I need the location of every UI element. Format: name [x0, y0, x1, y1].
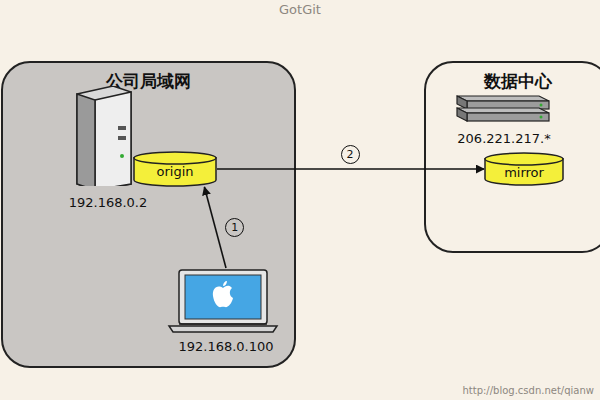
rack-light [540, 104, 543, 107]
laptop-base [169, 326, 277, 332]
region-outline [425, 62, 600, 252]
callout-number: 2 [341, 145, 360, 164]
drive-bay [118, 126, 126, 130]
tower-front [95, 92, 131, 186]
repository-cylinder: origin [133, 151, 217, 187]
laptop-screen [185, 275, 261, 319]
region-heading: 公司局域网 [2, 70, 295, 93]
rack-unit-side [457, 108, 467, 121]
rack-unit-front [467, 113, 549, 121]
network-region: 数据中心 206.221.217.* mirror [425, 62, 600, 252]
arrow-connector [217, 168, 484, 170]
cylinder-top [485, 153, 563, 165]
rack-unit-side [457, 96, 467, 109]
watermark: http://blog.csdn.net/qianw [462, 385, 594, 396]
rack-unit-top [457, 96, 549, 101]
tower-face [77, 94, 95, 186]
machine-node: 192.168.0.2 [55, 86, 161, 210]
cylinder-top [134, 152, 216, 164]
laptop-hinge [179, 323, 267, 325]
network-region: 公司局域网 192.168.0.2 origin 192.168.0.100 [2, 62, 295, 367]
tower-side [77, 86, 131, 186]
region-outline [2, 62, 295, 367]
callout-number: 1 [225, 218, 244, 237]
power-light [120, 154, 124, 158]
arrow-connector [204, 187, 226, 268]
ip-address: 192.168.0.100 [167, 339, 285, 354]
rack-light [540, 116, 543, 119]
repo-name: origin [133, 164, 217, 179]
rack-illustration [449, 92, 553, 132]
ip-address: 192.168.0.2 [55, 195, 161, 210]
laptop-illustration [167, 268, 279, 336]
region-heading: 数据中心 [425, 70, 600, 93]
rack-unit-top [457, 108, 549, 113]
repo-name: mirror [484, 165, 564, 180]
apple-logo [213, 281, 233, 307]
repository-cylinder: mirror [484, 152, 564, 186]
ip-address: 206.221.217.* [449, 131, 559, 146]
laptop-lid [179, 270, 267, 324]
machine-node: 206.221.217.* [449, 92, 559, 146]
drive-bay [118, 136, 126, 140]
diagram-title: GotGit [0, 2, 600, 17]
machine-node: 192.168.0.100 [167, 268, 285, 354]
